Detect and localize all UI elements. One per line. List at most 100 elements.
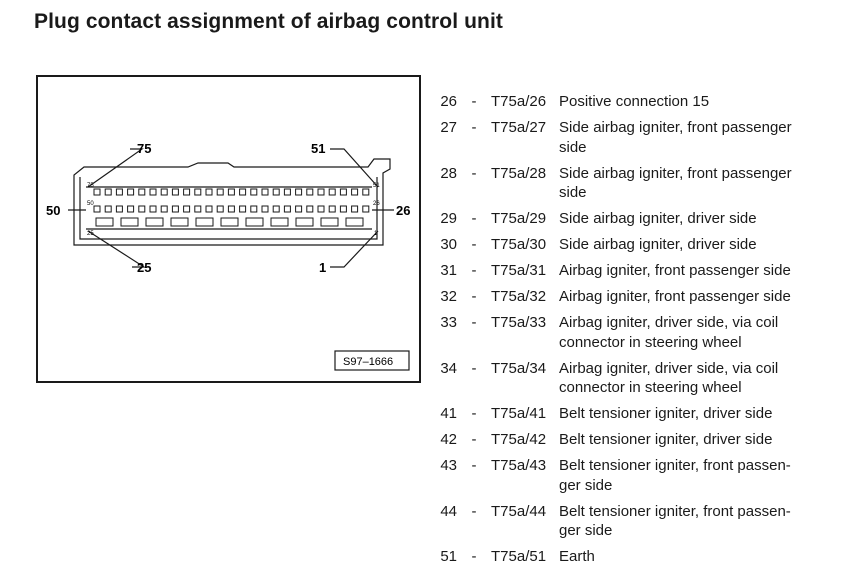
pin-code: T75a/30 [491,236,547,253]
inner-label-50: 50 [87,201,94,207]
pin-code: T75a/43 [491,457,547,474]
pin-row: 44-T75a/44 Belt tensioner igniter, front … [432,502,852,541]
pin-dash: - [471,502,477,520]
pin-number: 32 [440,288,457,305]
contact-cavity [295,188,303,196]
contact-cavity [104,205,112,213]
contact-cavity [362,188,370,196]
contact-cavity [362,205,370,213]
contact-cavity [239,205,247,213]
pin-number: 42 [440,431,457,448]
pin-description: Belt tensioner igniter, driver side [559,431,773,448]
pin-dash: - [471,359,477,377]
pin-code: T75a/31 [491,262,547,279]
contact-cavity [227,205,235,213]
pin-number: 51 [440,548,457,565]
contact-cavity [306,188,314,196]
contact-cavity [183,188,191,196]
contact-cavity [295,205,303,213]
callout-1: 1 [319,260,326,275]
contact-cavity [216,205,224,213]
contact-cavity [250,188,258,196]
pin-description: Earth [559,548,595,565]
pin-description: Side airbag igniter, driver side [559,210,757,227]
pin-dash: - [471,236,477,253]
contact-cavity [339,188,347,196]
pin-number: 41 [440,405,457,422]
pin-number: 43 [440,457,457,474]
contact-cavity [93,188,101,196]
contact-cavity [317,188,325,196]
callout-26: 26 [396,203,410,218]
pin-dash: - [471,457,477,474]
pin-dash: - [471,93,477,110]
pin-description: Airbag igniter, driver side, via coil co… [559,359,779,397]
contact-cavity [127,205,135,213]
leader-1 [330,230,379,268]
contact-cavity [183,205,191,213]
contact-cavity [272,188,280,196]
contact-cavity [194,205,202,213]
pin-number: 44 [440,502,457,520]
pin-description: Belt tensioner igniter, front passen- ge… [559,502,791,540]
pin-number: 31 [440,262,457,279]
pin-dash: - [471,119,477,136]
contact-cavity [250,205,258,213]
contact-cavity [171,205,179,213]
pin-description: Belt tensioner igniter, front passen- ge… [559,457,791,494]
contact-cavity [205,205,213,213]
pin-description: Airbag igniter, driver side, via coil co… [559,314,779,351]
contact-cavity [351,205,359,213]
contact-cavity [149,205,157,213]
connector-figure: 75 51 50 26 25 1 75 51 50 26 25 1 S97–16… [36,75,421,383]
contact-cavity [239,188,247,196]
pin-description: Side airbag igniter, driver side [559,236,757,253]
pin-code: T75a/27 [491,119,547,136]
pin-number: 33 [440,314,457,331]
pin-code: T75a/32 [491,288,547,305]
contact-cavity [339,205,347,213]
contact-cavity-large [270,217,289,227]
contact-cavity [160,205,168,213]
pin-description: Side airbag igniter, front passenger sid… [559,119,792,156]
pin-dash: - [471,164,477,182]
connector-inner-outline [79,177,378,240]
contact-cavity-large [120,217,139,227]
contact-cavity-large [245,217,264,227]
pin-row: 43-T75a/43 Belt tensioner igniter, front … [432,456,852,495]
reference-code: S97–1666 [343,356,393,368]
pin-row: 27-T75a/27 Side airbag igniter, front pas… [432,118,852,157]
contact-cavity-large [295,217,314,227]
reference-box [334,350,410,371]
contact-cavity [272,205,280,213]
callout-51: 51 [311,141,325,156]
connector-outline [73,158,391,246]
callout-25: 25 [137,260,151,275]
pin-number: 27 [440,119,457,136]
contact-cavity [104,188,112,196]
contact-cavity-large [220,217,239,227]
contact-cavity [283,205,291,213]
pin-description: Side airbag igniter, front passenger sid… [559,164,792,202]
pin-description: Airbag igniter, front passenger side [559,262,791,279]
contact-cavity [216,188,224,196]
pin-code: T75a/44 [491,502,547,520]
contact-cavity [149,188,157,196]
pin-number: 26 [440,93,457,110]
pin-number: 28 [440,164,457,182]
contact-cavity [306,205,314,213]
contact-cavity [115,205,123,213]
pin-description: Positive connection 15 [559,93,710,110]
inner-label-75: 75 [87,183,94,189]
pin-dash: - [471,314,477,331]
pin-number: 34 [440,359,457,377]
pin-code: T75a/42 [491,431,547,448]
pin-code: T75a/28 [491,164,547,182]
